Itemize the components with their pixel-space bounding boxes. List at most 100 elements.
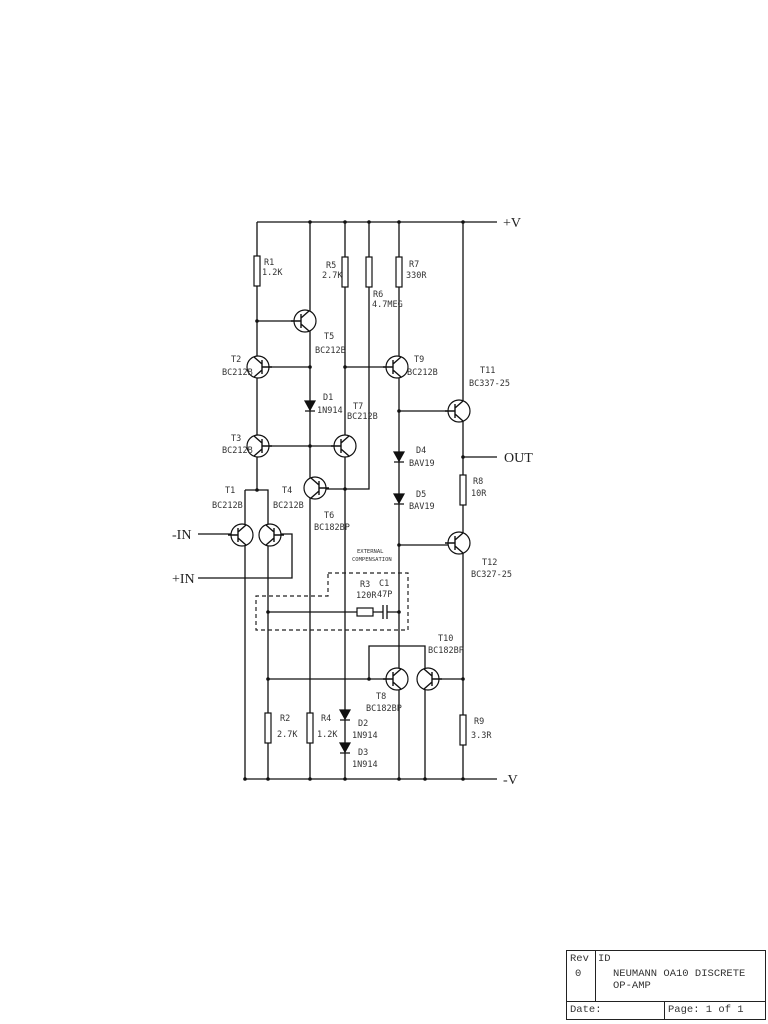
compensation-box — [255, 572, 409, 631]
t3-value: BC212B — [222, 446, 253, 456]
d1-ref: D1 — [323, 393, 333, 403]
c1-ref: C1 — [379, 579, 389, 589]
junction-dot — [423, 777, 427, 781]
diode-d4 — [392, 451, 406, 463]
r4-ref: R4 — [321, 714, 331, 724]
resistor-r4 — [306, 712, 314, 744]
r2-ref: R2 — [280, 714, 290, 724]
r4-value: 1.2K — [317, 730, 338, 740]
wire-t10-collector — [368, 645, 426, 679]
junction-dot — [367, 220, 371, 224]
junction-dot — [461, 777, 465, 781]
resistor-r8 — [459, 474, 467, 506]
junction-dot — [255, 488, 259, 492]
diode-d1 — [303, 400, 317, 412]
wire-input-pair — [244, 489, 269, 779]
transistor-t3-symbol — [253, 435, 272, 457]
t7-value: BC212B — [347, 412, 378, 422]
junction-dot — [266, 677, 270, 681]
r7-ref: R7 — [409, 260, 419, 270]
junction-dot — [397, 543, 401, 547]
junction-dot — [343, 777, 347, 781]
compensation-note-2: COMPENSATION — [352, 557, 392, 563]
page-number: Page: 1 of 1 — [668, 1004, 744, 1016]
resistor-r9 — [459, 714, 467, 746]
divider — [567, 1001, 765, 1003]
t11-ref: T11 — [480, 366, 495, 376]
transistor-t11-symbol — [445, 400, 464, 422]
drawing-title: NEUMANN OA10 DISCRETE OP-AMP — [613, 968, 746, 992]
t2-ref: T2 — [231, 355, 241, 365]
junction-dot — [266, 610, 270, 614]
transistor-t8-symbol — [383, 668, 402, 690]
junction-dot — [397, 610, 401, 614]
r3-value: 120R — [356, 591, 377, 601]
t5-value: BC212B — [315, 346, 346, 356]
positive-rail-label: +V — [503, 216, 521, 231]
r7-value: 330R — [406, 271, 427, 281]
rev-label: Rev — [570, 953, 589, 965]
r9-ref: R9 — [474, 717, 484, 727]
junction-dot — [308, 444, 312, 448]
t12-value: BC327-25 — [471, 570, 512, 580]
transistor-t12-symbol — [445, 532, 464, 554]
junction-dot — [308, 365, 312, 369]
d2-value: 1N914 — [352, 731, 378, 741]
junction-dot — [343, 220, 347, 224]
junction-dot — [308, 220, 312, 224]
t5-ref: T5 — [324, 332, 334, 342]
r5-value: 2.7K — [322, 271, 343, 281]
t1-value: BC212B — [212, 501, 243, 511]
r8-ref: R8 — [473, 477, 483, 487]
resistor-r1 — [253, 255, 261, 287]
transistor-t10-symbol — [423, 668, 442, 690]
d3-value: 1N914 — [352, 760, 378, 770]
divider — [664, 1001, 666, 1019]
resistor-r3 — [356, 607, 374, 617]
t10-value: BC182BP — [428, 646, 464, 656]
t8-value: BC182BP — [366, 704, 402, 714]
negative-rail-label: -V — [503, 773, 518, 788]
t10-ref: T10 — [438, 634, 453, 644]
r6-value: 4.7MEG — [372, 300, 403, 310]
diode-d5 — [392, 493, 406, 505]
r9-value: 3.3R — [471, 731, 492, 741]
capacitor-c1 — [382, 605, 388, 619]
t6-value: BC182BP — [314, 523, 350, 533]
c1-value: 47P — [377, 590, 392, 600]
t12-ref: T12 — [482, 558, 497, 568]
junction-dot — [397, 220, 401, 224]
t9-value: BC212B — [407, 368, 438, 378]
diode-d2 — [338, 709, 352, 721]
junction-dot — [461, 677, 465, 681]
t11-value: BC337-25 — [469, 379, 510, 389]
t1-ref: T1 — [225, 486, 235, 496]
r2-value: 2.7K — [277, 730, 298, 740]
resistor-r6 — [365, 256, 373, 288]
junction-dot — [397, 777, 401, 781]
resistor-r5 — [341, 256, 349, 288]
title-block: Rev 0 ID NEUMANN OA10 DISCRETE OP-AMP Da… — [566, 950, 766, 1020]
r5-ref: R5 — [326, 261, 336, 271]
t4-ref: T4 — [282, 486, 292, 496]
transistor-t1-symbol — [228, 524, 247, 546]
d4-ref: D4 — [416, 446, 426, 456]
t6-ref: T6 — [324, 511, 334, 521]
diode-d3 — [338, 742, 352, 754]
junction-dot — [461, 220, 465, 224]
junction-dot — [255, 319, 259, 323]
r8-value: 10R — [471, 489, 487, 499]
t2-value: BC212B — [222, 368, 253, 378]
junction-dot — [397, 409, 401, 413]
junction-dot — [243, 777, 247, 781]
d2-ref: D2 — [358, 719, 368, 729]
resistor-r2 — [264, 712, 272, 744]
id-label: ID — [598, 953, 611, 965]
divider — [595, 951, 597, 1001]
transistor-t2-symbol — [253, 356, 272, 378]
r1-value: 1.2K — [262, 268, 283, 278]
t8-ref: T8 — [376, 692, 386, 702]
d5-value: BAV19 — [409, 502, 435, 512]
d5-ref: D5 — [416, 490, 426, 500]
